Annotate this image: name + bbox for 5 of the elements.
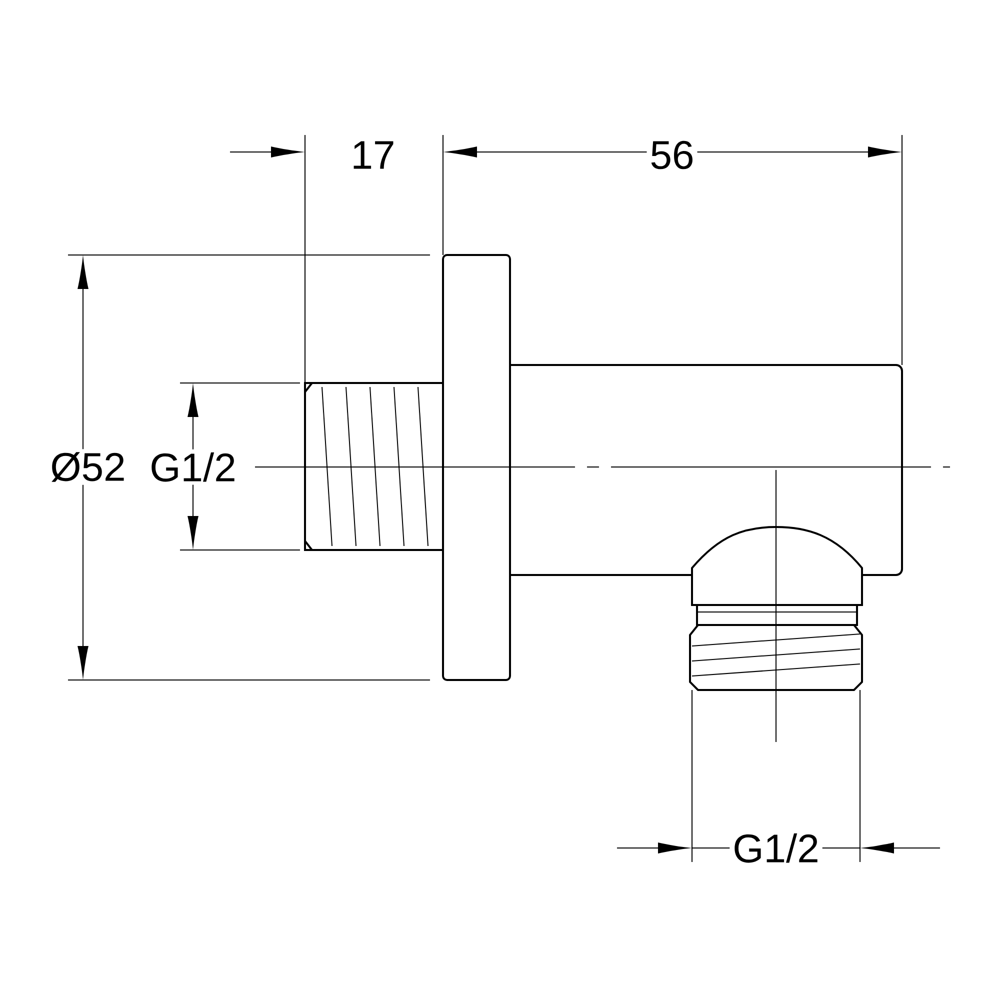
dimension-label: G1/2: [146, 449, 240, 485]
dimension-label: G1/2: [730, 830, 822, 866]
dimension-label: 56: [646, 138, 698, 172]
dimension-label: Ø52: [47, 449, 129, 485]
dimension-label: 17: [348, 138, 398, 172]
